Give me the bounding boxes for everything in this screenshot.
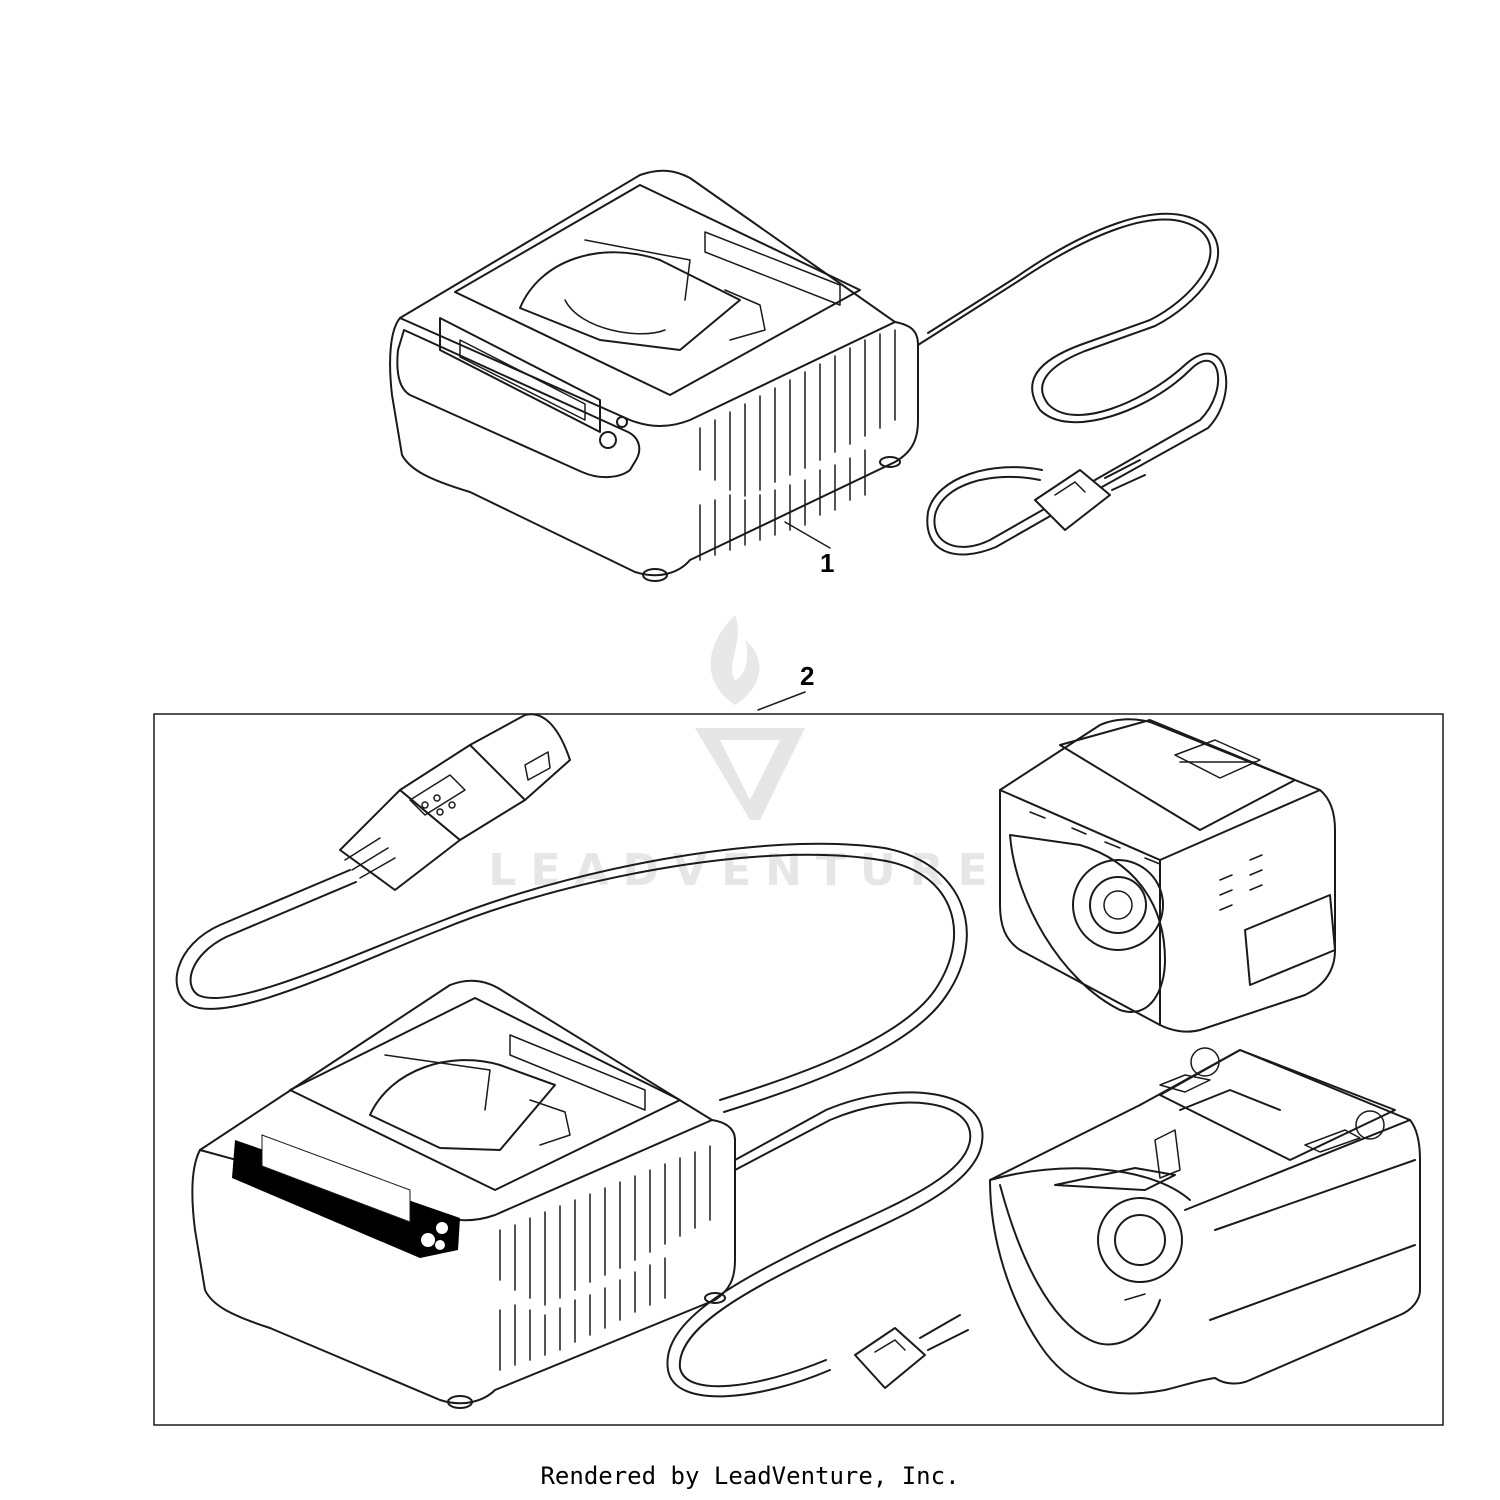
kit-cable-upper <box>175 853 956 1101</box>
kit-charger-button-icon <box>421 1233 435 1247</box>
battery-pack-top <box>999 718 1336 1033</box>
charger-part-1: 1 <box>389 169 1228 582</box>
battery-pack-bottom <box>989 1047 1421 1395</box>
kit-cable-mains <box>666 1101 972 1398</box>
callout-2-leader <box>757 691 806 711</box>
watermark-flame-icon <box>710 615 760 705</box>
callout-2: 2 <box>800 661 814 691</box>
kit-part-2: 2 <box>153 661 1444 1426</box>
kit-charger <box>191 979 736 1409</box>
kit-frame <box>153 713 1444 1426</box>
mains-plug <box>854 1327 926 1389</box>
watermark-v-logo-icon <box>695 728 805 820</box>
footer-credit: Rendered by LeadVenture, Inc. <box>540 1462 960 1490</box>
callout-1: 1 <box>820 548 834 578</box>
car-adapter-plug <box>339 713 571 891</box>
